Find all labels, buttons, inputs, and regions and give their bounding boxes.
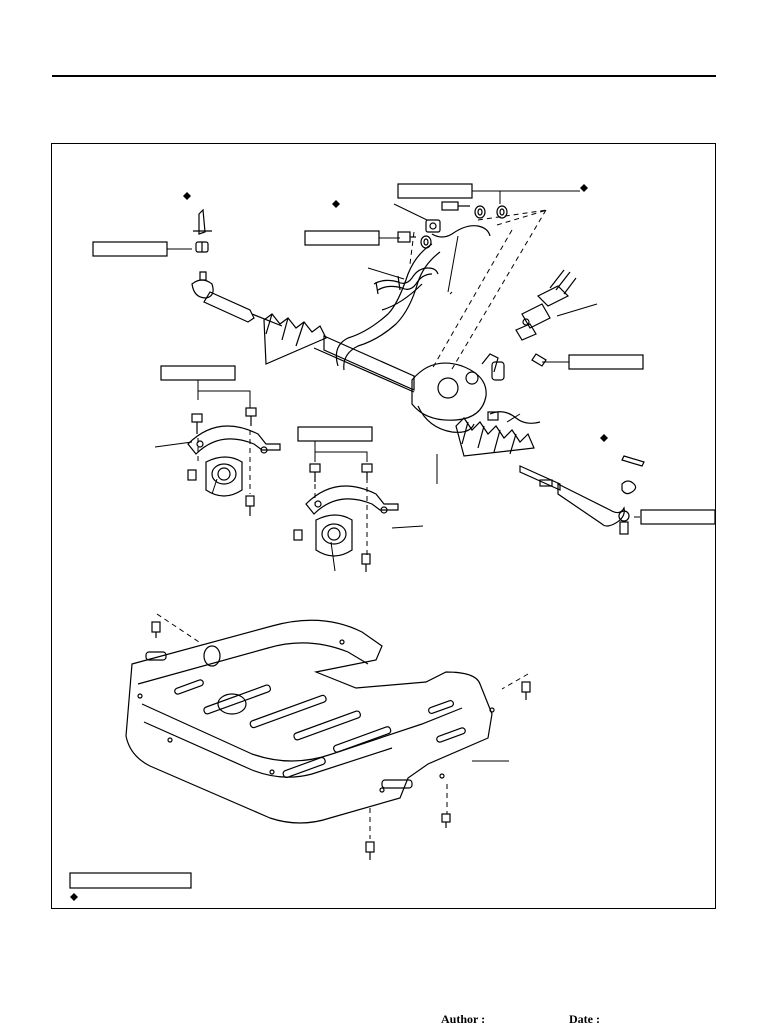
spec-box-right-nut — [640, 509, 716, 525]
spec-box-union-bolt — [304, 230, 380, 246]
engine-under-cover — [125, 619, 531, 860]
exploded-parts-diagram — [51, 143, 716, 909]
bushing-left — [205, 456, 243, 497]
bushing-mid — [315, 514, 353, 557]
page-footer: Author : Date : — [0, 1012, 768, 1026]
author-label: Author : — [441, 1012, 486, 1026]
date-label: Date : — [569, 1012, 600, 1026]
tie-rod-end-right — [557, 455, 645, 535]
dashed-assembly-lines — [156, 209, 548, 839]
legend-label-box — [69, 872, 192, 889]
bracket-mid — [305, 485, 399, 515]
pressure-tube-2 — [343, 251, 441, 371]
boot-left — [263, 313, 327, 365]
header-rule — [52, 75, 716, 77]
diamond-markers — [70, 184, 608, 901]
parts-diagram-svg — [69, 183, 716, 901]
intermediate-shaft — [515, 269, 577, 367]
bracket-bushing-mid — [293, 463, 399, 572]
spec-box-mid-bracket — [297, 426, 373, 442]
spec-box-left-nut — [92, 241, 168, 257]
spec-box-pressure-tube — [397, 183, 473, 199]
pressure-tube-1 — [335, 243, 433, 367]
spec-label-boxes — [69, 183, 716, 889]
spec-box-left-bracket — [160, 365, 236, 381]
diamond-marker-legend — [70, 893, 78, 901]
diamond-marker-left-pin — [183, 192, 191, 200]
tie-rod-end-left — [191, 208, 255, 323]
bracket-left — [187, 425, 281, 455]
spec-box-right-bolt — [568, 354, 644, 370]
leader-lines — [154, 190, 640, 762]
diamond-marker-union — [332, 200, 340, 208]
union-bolt-gaskets — [397, 201, 508, 249]
bracket-bushing-left — [187, 407, 281, 516]
diamond-marker-gaskets — [580, 184, 588, 192]
control-valve-housing — [411, 362, 487, 421]
return-hose — [373, 267, 439, 295]
steering-rack-assembly — [251, 243, 561, 491]
diamond-marker-right-pin — [600, 434, 608, 442]
boot-right — [455, 417, 535, 457]
hose-clamp — [487, 411, 541, 424]
